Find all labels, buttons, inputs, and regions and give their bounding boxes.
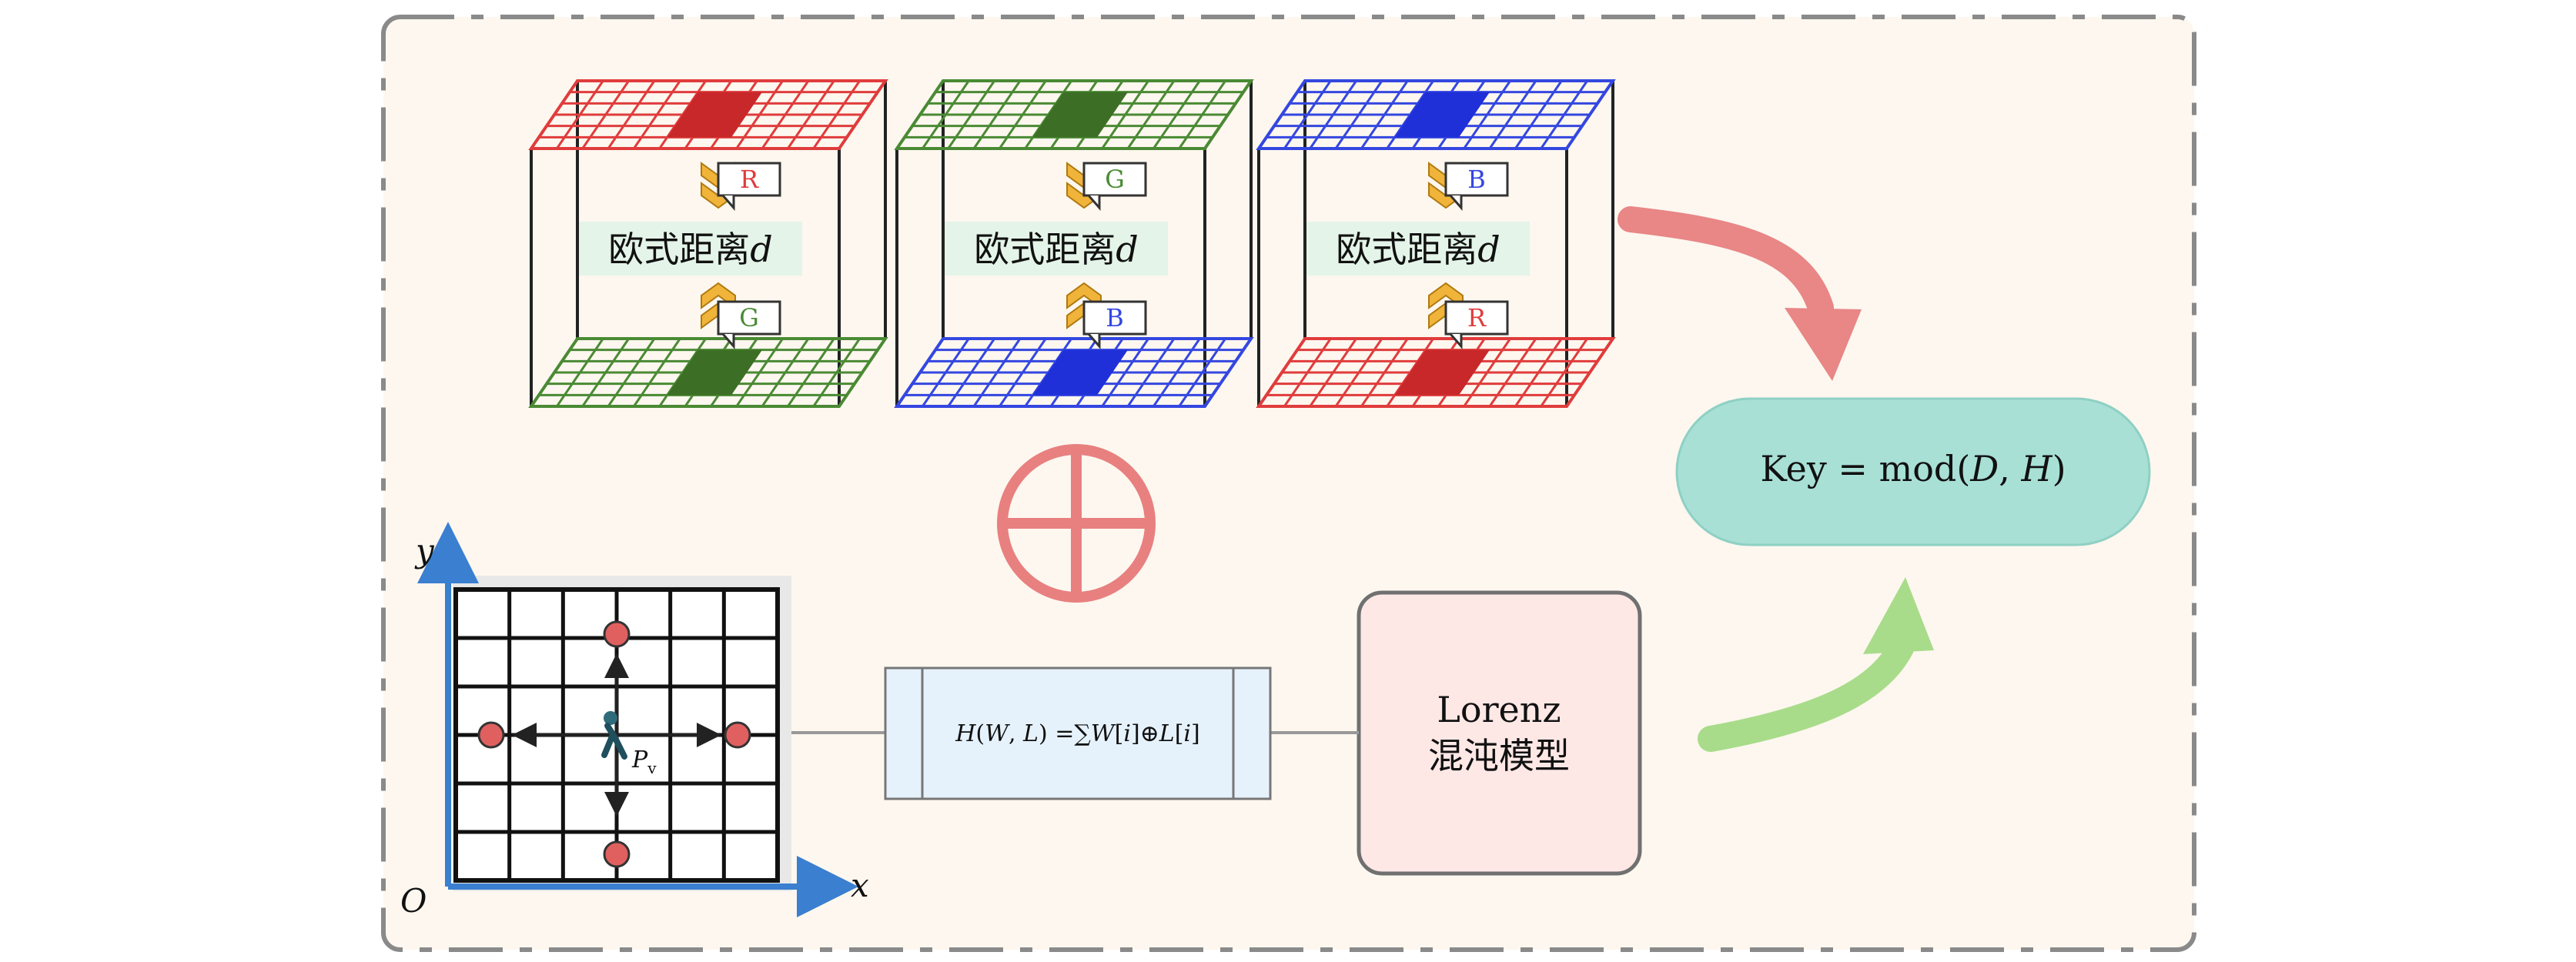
channel-tag: G	[1082, 162, 1147, 211]
label-band	[945, 222, 1168, 276]
grid-slab	[894, 337, 1254, 408]
cube-frame	[895, 81, 1253, 406]
coordinate-grid: Pv	[453, 576, 791, 891]
label-band	[1306, 222, 1530, 276]
person-icon	[601, 711, 627, 760]
hash-box: H(W, L) =∑W[i]⊕L[i]	[884, 666, 1272, 800]
lorenz-line1: Lorenz	[1437, 689, 1561, 730]
grid-slab	[894, 79, 1254, 150]
grid-slab	[1256, 337, 1616, 408]
green-curved-arrow	[1698, 577, 1934, 752]
red-curved-arrow	[1618, 206, 1862, 381]
x-axis-label: x	[851, 867, 869, 904]
grid-slab	[528, 337, 888, 408]
origin-label: O	[400, 882, 427, 920]
grid-node	[603, 620, 631, 648]
grid-node	[603, 840, 631, 868]
channel-letter: B	[1467, 165, 1486, 194]
channel-tag: G	[717, 300, 781, 349]
grid-node	[724, 721, 751, 749]
channel-letter: B	[1106, 303, 1124, 332]
channel-tag: B	[1082, 300, 1147, 349]
axes: y x O	[400, 522, 869, 920]
label-band	[579, 222, 802, 276]
lorenz-line2: 混沌模型	[1428, 735, 1570, 777]
circled-plus-icon	[997, 444, 1156, 603]
distance-label: 欧式距离d	[608, 229, 772, 270]
cube-frame	[1257, 81, 1614, 406]
channel-letter: G	[739, 303, 759, 332]
svg-text:Key = mod(D, H): Key = mod(D, H)	[1760, 448, 2066, 489]
key-d: D	[1969, 448, 1999, 489]
grid-node	[477, 721, 505, 749]
key-sep: ,	[1999, 448, 2021, 489]
distance-cube: 欧式距离d G B	[894, 79, 1254, 408]
key-prefix: Key = mod(	[1760, 448, 1970, 489]
key-box: Key = mod(D, H)	[1675, 397, 2151, 546]
key-suffix: )	[2052, 448, 2066, 489]
distance-label: 欧式距离d	[974, 229, 1138, 270]
distance-label: 欧式距离d	[1336, 229, 1500, 270]
grid-slab	[528, 79, 888, 150]
channel-tag: R	[717, 162, 781, 211]
y-axis-label: y	[414, 532, 435, 570]
distance-cube: 欧式距离d B R	[1256, 79, 1616, 408]
position-label: Pv	[631, 747, 657, 777]
cube-frame	[530, 81, 887, 406]
svg-text:H(W, L) =∑W[i]⊕L[i]: H(W, L) =∑W[i]⊕L[i]	[955, 720, 1200, 747]
channel-letter: G	[1105, 165, 1125, 194]
channel-letter: R	[740, 165, 759, 194]
channel-tag: B	[1444, 162, 1509, 211]
channel-letter: R	[1467, 303, 1487, 332]
lorenz-box: Lorenz 混沌模型	[1357, 590, 1642, 876]
channel-tag: R	[1444, 300, 1509, 349]
distance-cube: 欧式距离d R G	[528, 79, 888, 408]
key-h: H	[2020, 448, 2052, 489]
grid-slab	[1256, 79, 1616, 150]
